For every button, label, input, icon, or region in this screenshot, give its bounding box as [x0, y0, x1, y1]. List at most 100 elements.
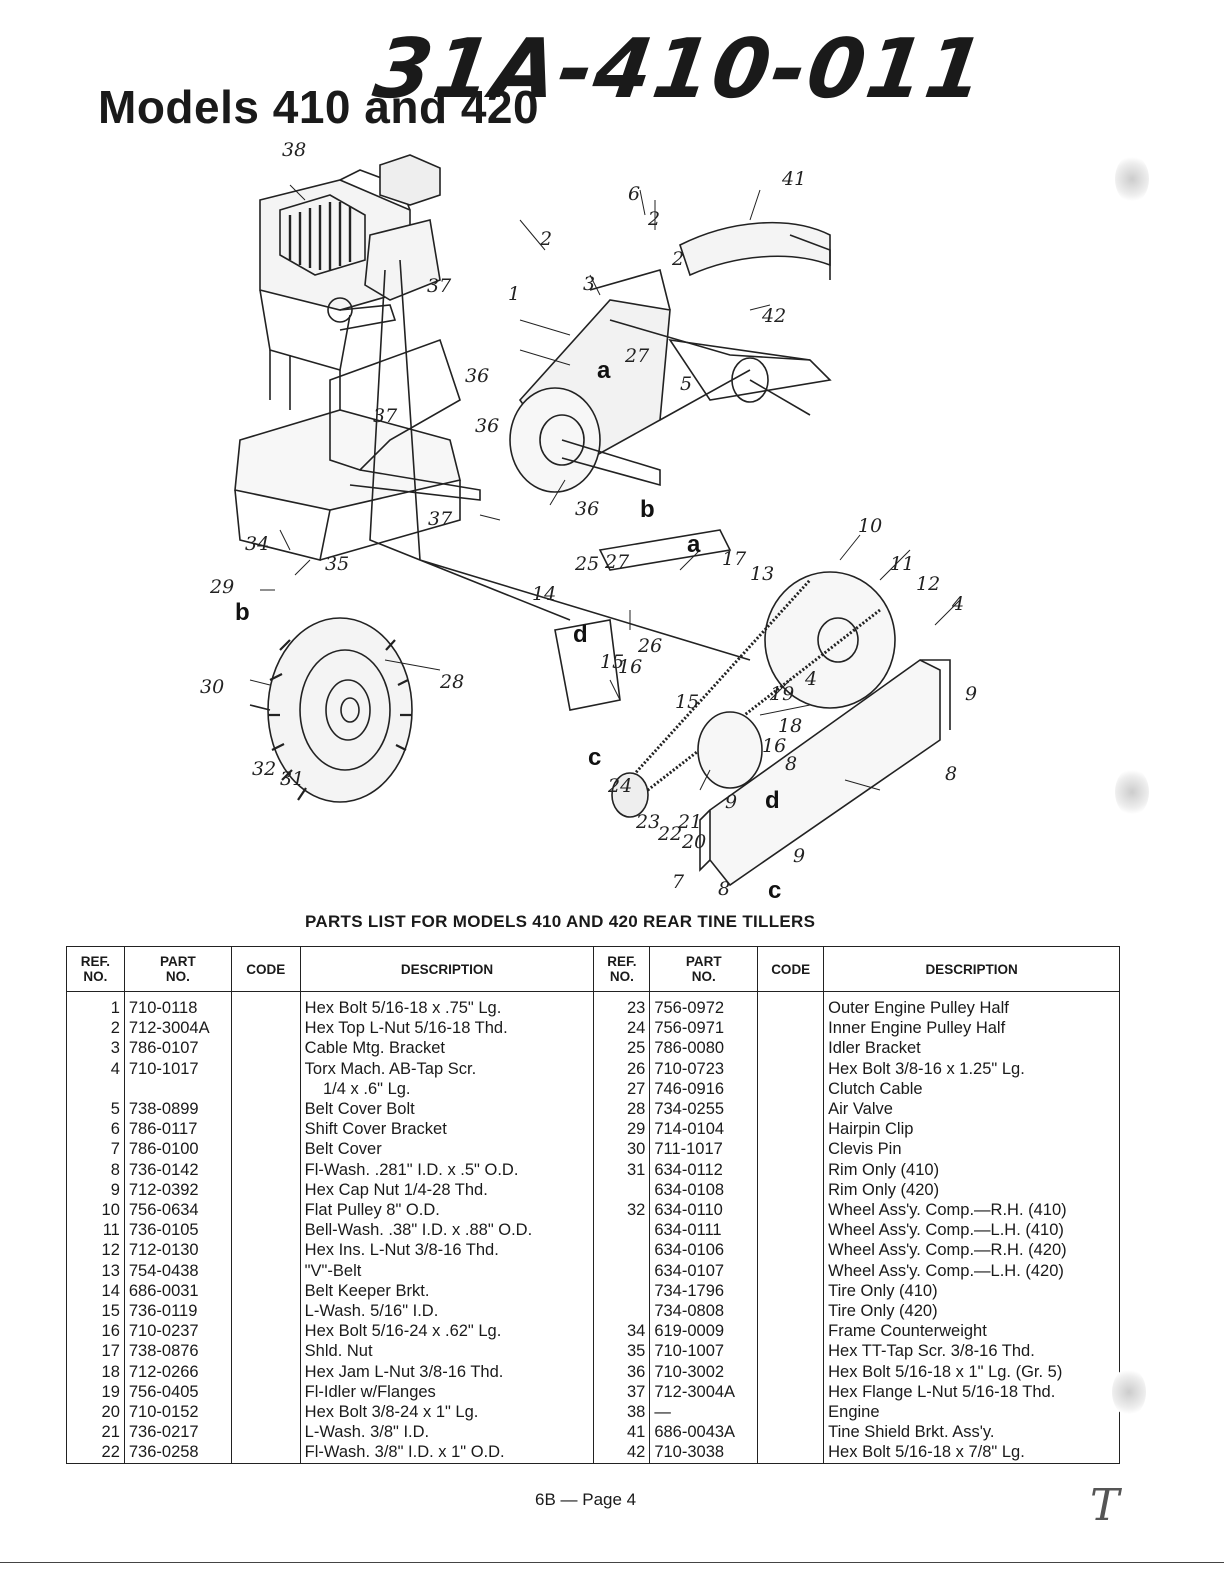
letter-b-1: b [640, 496, 655, 523]
punch-hole-middle [1115, 768, 1149, 816]
description-cell: "V"-Belt [299, 1260, 595, 1281]
part-cell: 710-0118 [123, 991, 232, 1019]
callout-42: 42 [761, 305, 786, 327]
ref-cell: 27 [593, 1078, 651, 1100]
callout-26: 26 [637, 635, 662, 657]
header-code-left: CODE [230, 946, 301, 992]
callout-29: 29 [209, 576, 234, 598]
code-cell [757, 1099, 825, 1120]
part-cell: 734-1796 [649, 1280, 759, 1302]
description-cell: Wheel Ass'y. Comp.—L.H. (410) [823, 1220, 1120, 1241]
part-cell: 754-0438 [123, 1260, 232, 1281]
description-cell: Tire Only (420) [823, 1301, 1120, 1322]
description-cell: Hex Bolt 3/8-24 x 1" Lg. [299, 1402, 595, 1423]
punch-hole-top [1115, 155, 1149, 203]
callout-38: 38 [282, 140, 306, 161]
ref-cell [593, 1240, 651, 1261]
description-cell: Hex Bolt 5/16-18 x 1" Lg. (Gr. 5) [823, 1361, 1120, 1382]
part-cell: 736-0258 [123, 1442, 232, 1464]
ref-cell [66, 1078, 125, 1100]
code-cell [230, 991, 301, 1019]
header-ref-left: REF. NO. [66, 946, 125, 992]
ref-cell: 12 [66, 1240, 125, 1261]
callout-19: 19 [770, 683, 794, 705]
code-cell [230, 1422, 301, 1443]
code-cell [230, 1119, 301, 1140]
part-cell: 634-0107 [649, 1260, 759, 1281]
part-cell: 619-0009 [649, 1321, 759, 1342]
callout-21: 21 [677, 811, 702, 833]
ref-cell: 29 [593, 1119, 651, 1140]
ref-cell: 31 [593, 1159, 651, 1180]
callout-3: 3 [583, 273, 595, 295]
description-cell: Hairpin Clip [823, 1119, 1120, 1140]
callout-2a: 2 [539, 228, 552, 250]
ref-cell: 37 [593, 1381, 651, 1403]
parts-list-caption: PARTS LIST FOR MODELS 410 AND 420 REAR T… [305, 912, 816, 931]
ref-cell: 11 [66, 1220, 125, 1241]
description-cell: Hex Cap Nut 1/4-28 Thd. [299, 1179, 595, 1201]
description-cell: Fl-Wash. .281" I.D. x .5" O.D. [299, 1159, 595, 1180]
ref-cell: 14 [66, 1280, 125, 1302]
code-cell [230, 1179, 301, 1201]
part-cell: 712-0130 [123, 1240, 232, 1261]
code-cell [757, 1179, 825, 1201]
callout-13: 13 [750, 563, 774, 585]
ref-cell: 3 [66, 1038, 125, 1059]
belt-cover-drawing [699, 659, 951, 887]
description-cell: Hex Top L-Nut 5/16-18 Thd. [299, 1018, 595, 1039]
code-cell [757, 1159, 825, 1180]
description-cell: Shld. Nut [299, 1341, 595, 1362]
code-cell [757, 1139, 825, 1160]
part-cell: 736-0119 [123, 1301, 232, 1322]
callout-34: 34 [245, 533, 269, 555]
description-cell: Air Valve [823, 1099, 1120, 1120]
callout-36b: 36 [475, 415, 499, 437]
part-cell: — [649, 1402, 759, 1423]
callout-18: 18 [778, 715, 802, 737]
code-cell [757, 1361, 825, 1382]
ref-cell: 26 [593, 1058, 651, 1079]
ref-cell: 18 [66, 1361, 125, 1382]
part-cell: 712-3004A [123, 1018, 232, 1039]
header-code-right: CODE [757, 946, 825, 992]
description-cell: Fl-Wash. 3/8" I.D. x 1" O.D. [299, 1442, 595, 1464]
description-cell: Fl-Idler w/Flanges [299, 1381, 595, 1403]
diagram-callouts: 1 2 2 2 3 4 4 5 6 7 8 8 8 9 9 9 10 11 12… [200, 140, 977, 900]
page-title: Models 410 and 420 [98, 81, 540, 133]
part-cell: 746-0916 [649, 1078, 759, 1100]
code-cell [230, 1341, 301, 1362]
callout-15b: 15 [675, 691, 699, 713]
part-cell [123, 1078, 232, 1100]
page-number: 6B — Page 4 [535, 1490, 637, 1509]
frame-bracket-drawing [329, 259, 751, 661]
ref-cell: 2 [66, 1018, 125, 1039]
ref-cell: 8 [66, 1159, 125, 1180]
part-cell: 786-0080 [649, 1038, 759, 1059]
callout-2c: 2 [671, 248, 684, 270]
callout-5: 5 [680, 373, 692, 395]
description-cell: Hex Bolt 5/16-24 x .62" Lg. [299, 1321, 595, 1342]
description-cell: Wheel Ass'y. Comp.—R.H. (410) [823, 1200, 1120, 1221]
header-description-left: DESCRIPTION [299, 946, 595, 992]
code-cell [230, 1159, 301, 1180]
callout-36a: 36 [465, 365, 489, 387]
ref-cell: 17 [66, 1341, 125, 1362]
code-cell [757, 1280, 825, 1302]
letter-b-2: b [235, 599, 250, 626]
pulley-assembly-drawing [554, 529, 896, 818]
code-cell [757, 1058, 825, 1079]
callout-32: 32 [252, 758, 276, 780]
table-header-row: REF. NO. PART NO. CODE DESCRIPTION REF. … [66, 946, 1120, 992]
part-cell: 686-0031 [123, 1280, 232, 1302]
letter-d-2: d [765, 787, 780, 814]
parts-list-table: REF. NO. PART NO. CODE DESCRIPTION REF. … [66, 946, 1120, 1464]
